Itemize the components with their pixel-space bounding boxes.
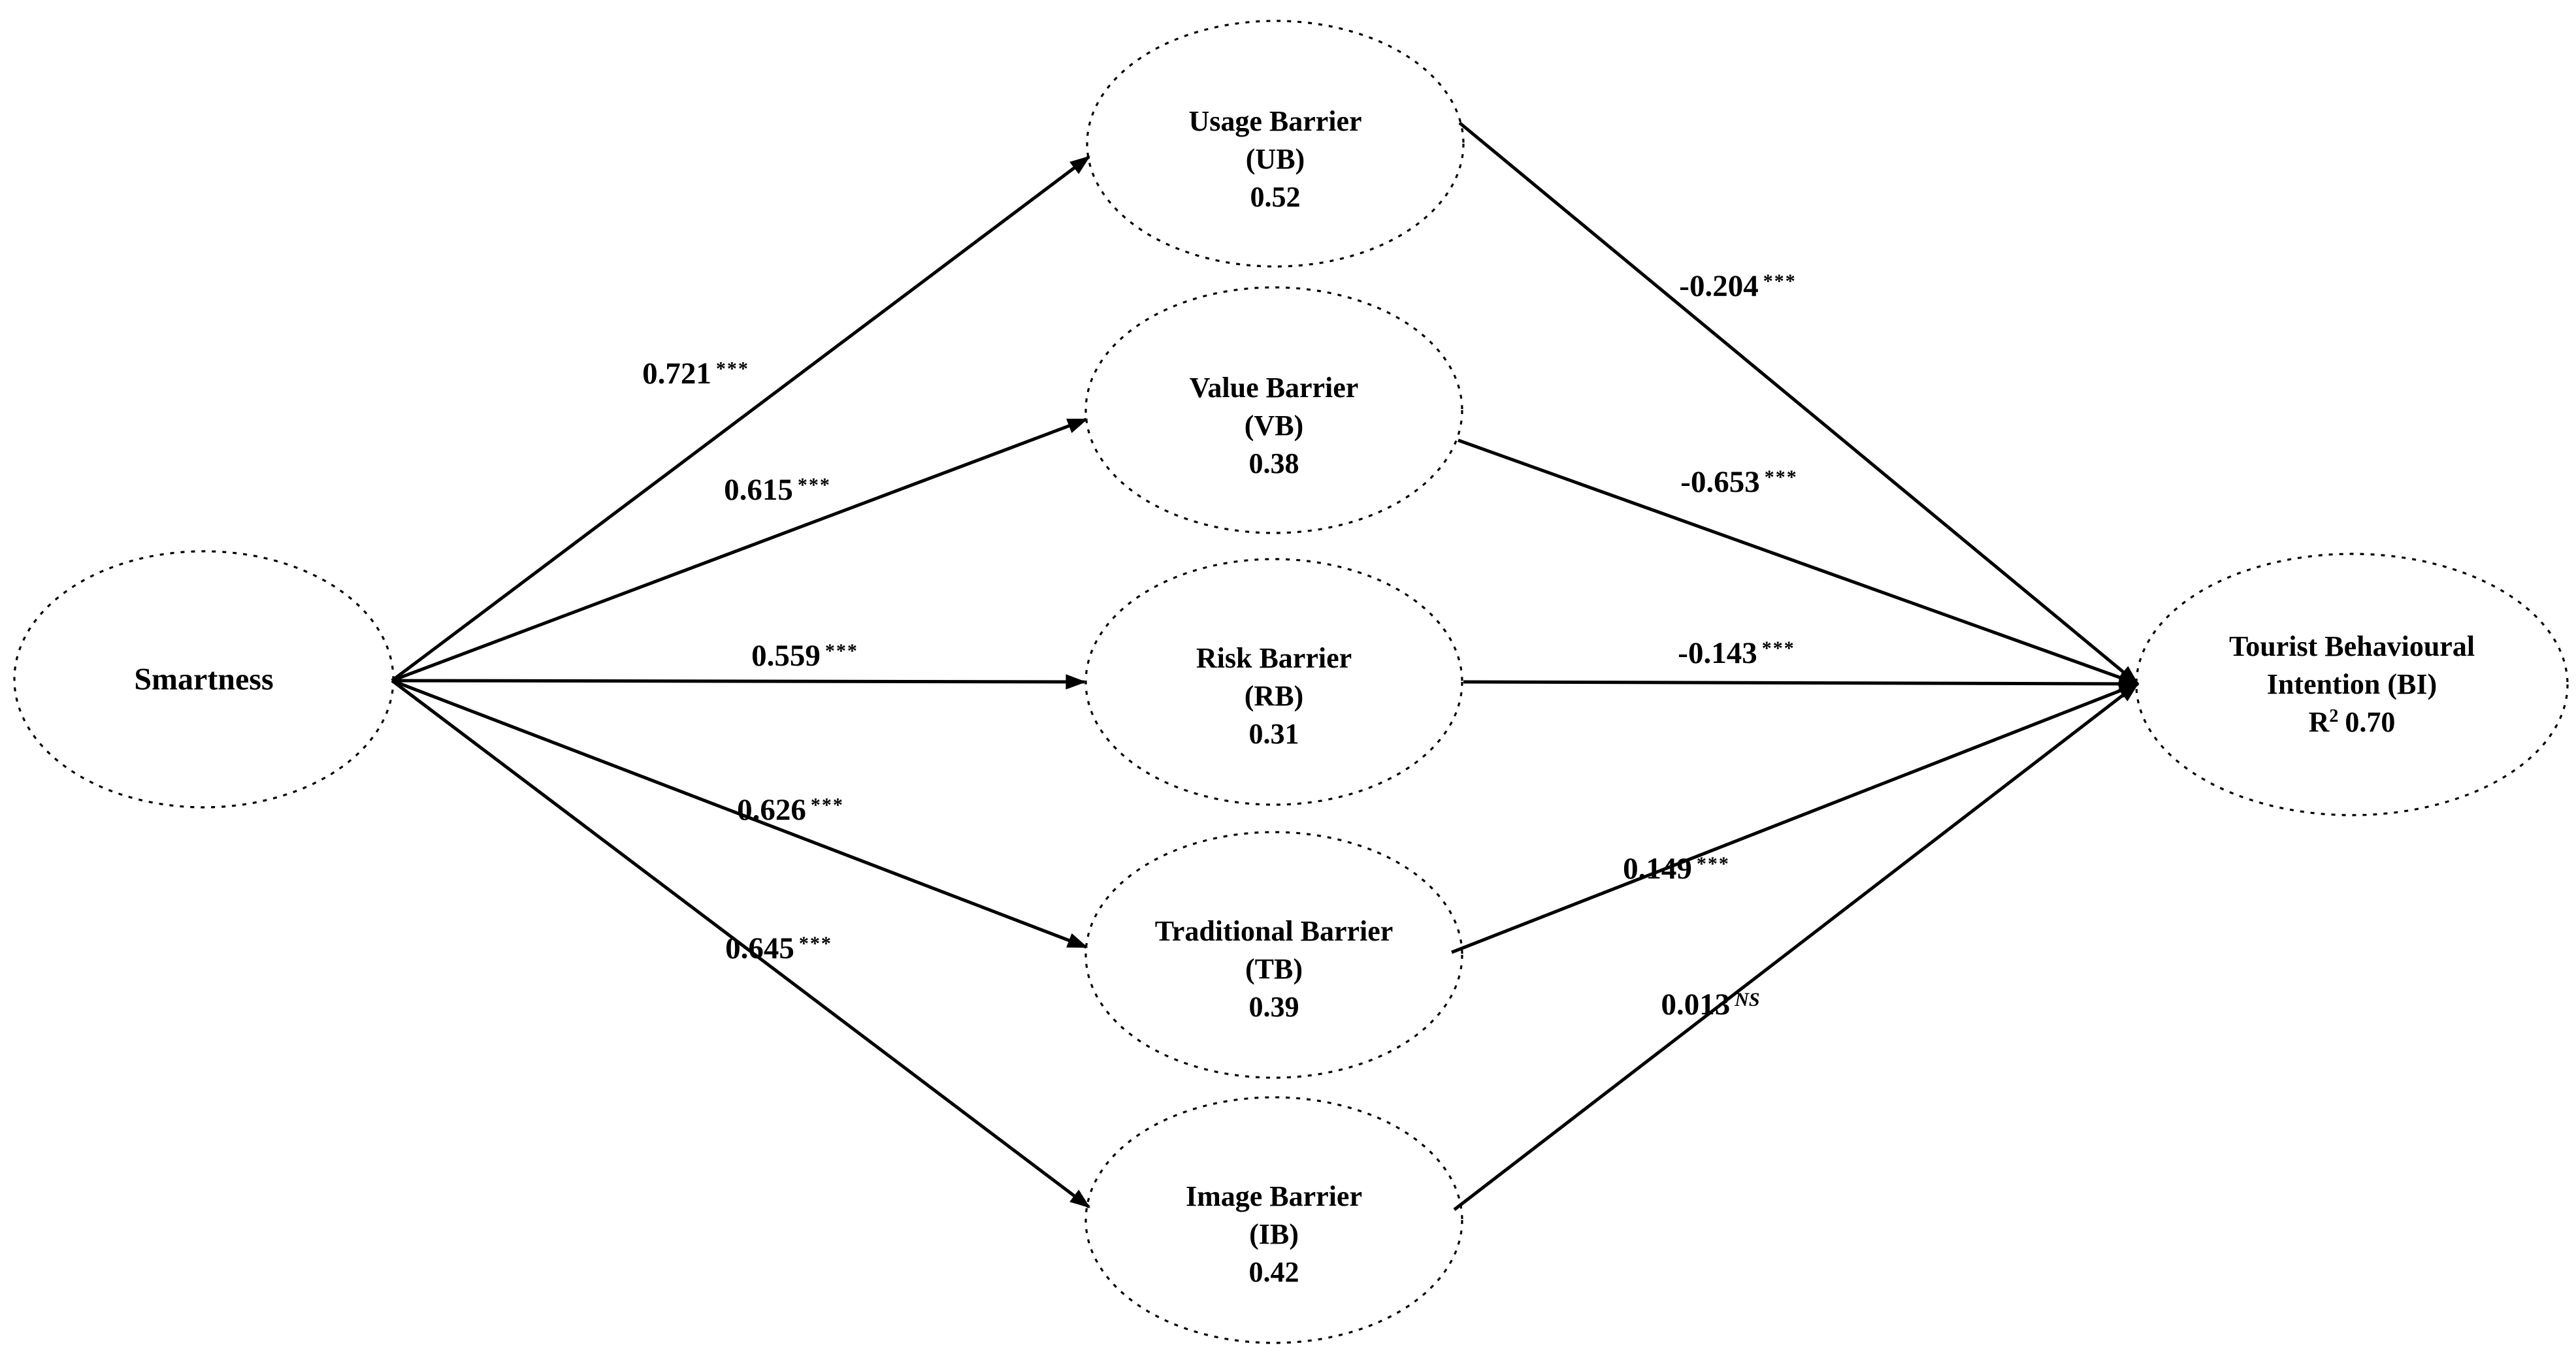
coefficient-smartness-to-traditional-barrier: 0.626*** — [737, 792, 844, 828]
node-tourist-behavioural-intention: Tourist Behavioural Intention (BI) R2 0.7… — [2229, 628, 2475, 741]
coefficient-value: -0.653 — [1680, 465, 1760, 499]
path-smartness-to-value-barrier — [391, 417, 1088, 683]
node-value-barrier-title: Value Barrier — [1189, 371, 1359, 404]
node-usage-barrier-value: 0.52 — [1250, 181, 1301, 214]
node-image-barrier-value: 0.42 — [1248, 1256, 1299, 1289]
node-bi-title-line1: Tourist Behavioural — [2228, 630, 2475, 662]
ellipse-image-barrier — [1084, 1096, 1463, 1344]
coefficient-value: 0.559 — [751, 639, 821, 673]
coefficient-value-barrier-to-bi: -0.653*** — [1680, 464, 1797, 500]
coefficient-risk-barrier-to-bi: -0.143*** — [1678, 636, 1795, 671]
path-smartness-to-risk-barrier — [391, 674, 1086, 690]
r-symbol: R — [2308, 706, 2330, 739]
node-traditional-barrier-value: 0.39 — [1248, 991, 1299, 1024]
node-value-barrier-abbr: (VB) — [1244, 409, 1304, 442]
coefficient-value: 0.615 — [724, 473, 793, 507]
ellipse-traditional-barrier — [1084, 831, 1463, 1079]
coefficient-smartness-to-risk-barrier: 0.559*** — [751, 638, 858, 673]
path-usage-barrier-to-bi — [1458, 121, 2140, 685]
coefficient-value: 0.149 — [1623, 852, 1692, 886]
significance-stars: *** — [1764, 466, 1798, 489]
node-usage-barrier-abbr: (UB) — [1245, 142, 1305, 175]
node-usage-barrier: Usage Barrier (UB) 0.52 — [1188, 103, 1361, 216]
node-risk-barrier-title: Risk Barrier — [1196, 641, 1352, 674]
node-usage-barrier-title: Usage Barrier — [1188, 105, 1362, 137]
node-image-barrier-abbr: (IB) — [1249, 1217, 1299, 1250]
coefficient-traditional-barrier-to-bi: 0.149*** — [1623, 851, 1730, 886]
significance-stars: *** — [810, 794, 844, 816]
path-image-barrier-to-bi — [1453, 683, 2140, 1211]
coefficient-smartness-to-image-barrier: 0.645*** — [725, 931, 832, 966]
ellipse-value-barrier — [1084, 286, 1463, 534]
node-traditional-barrier-title: Traditional Barrier — [1154, 914, 1394, 947]
path-smartness-to-image-barrier — [391, 679, 1091, 1208]
node-traditional-barrier: Traditional Barrier (TB) 0.39 — [1155, 912, 1394, 1026]
path-smartness-to-traditional-barrier — [391, 679, 1088, 949]
significance-stars: *** — [1761, 637, 1795, 660]
significance-stars: *** — [1696, 853, 1730, 875]
path-traditional-barrier-to-bi — [1451, 682, 2140, 954]
coefficient-usage-barrier-to-bi: -0.204*** — [1679, 268, 1796, 304]
significance-stars: *** — [797, 474, 831, 496]
node-value-barrier-value: 0.38 — [1248, 447, 1299, 480]
node-traditional-barrier-abbr: (TB) — [1245, 952, 1303, 985]
significance-stars: *** — [1763, 270, 1797, 293]
node-image-barrier: Image Barrier (IB) 0.42 — [1186, 1178, 1362, 1291]
ellipse-tourist-behavioural-intention — [2135, 553, 2569, 816]
significance-stars: *** — [715, 358, 749, 380]
coefficient-value: 0.013 — [1661, 988, 1731, 1022]
r-squared-value: 0.70 — [2345, 706, 2396, 739]
coefficient-value: -0.204 — [1679, 269, 1759, 303]
coefficient-smartness-to-value-barrier: 0.615*** — [724, 472, 831, 508]
node-risk-barrier-value: 0.31 — [1248, 718, 1299, 750]
r-exponent: 2 — [2329, 706, 2339, 727]
node-value-barrier: Value Barrier (VB) 0.38 — [1190, 369, 1359, 483]
path-value-barrier-to-bi — [1458, 438, 2140, 686]
significance-stars: *** — [824, 640, 858, 662]
coefficient-value: 0.645 — [725, 931, 794, 965]
coefficient-value: -0.143 — [1678, 636, 1757, 670]
coefficient-value: 0.626 — [737, 793, 806, 827]
path-risk-barrier-to-bi — [1463, 676, 2140, 692]
node-smartness: Smartness — [134, 658, 273, 700]
node-risk-barrier: Risk Barrier (RB) 0.31 — [1196, 639, 1352, 753]
node-smartness-label: Smartness — [134, 662, 274, 697]
node-risk-barrier-abbr: (RB) — [1244, 679, 1304, 712]
significance-stars: *** — [798, 933, 832, 955]
node-bi-title-line2: Intention (BI) — [2266, 668, 2437, 700]
significance-ns: NS — [1735, 989, 1760, 1011]
ellipse-usage-barrier — [1086, 20, 1465, 268]
node-bi-r-squared: R2 0.70 — [2229, 703, 2475, 741]
node-image-barrier-title: Image Barrier — [1186, 1180, 1362, 1212]
coefficient-value: 0.721 — [642, 357, 711, 391]
path-smartness-to-usage-barrier — [391, 155, 1091, 682]
coefficient-smartness-to-usage-barrier: 0.721*** — [642, 356, 749, 391]
